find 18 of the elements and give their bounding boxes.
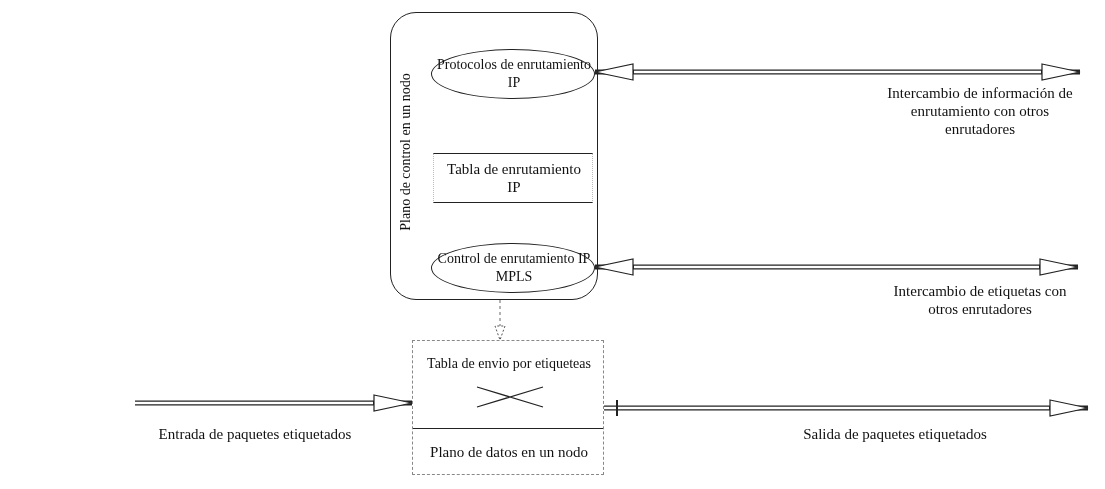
edge-label: Intercambio de etiquetas con otros enrutadores (892, 282, 1068, 318)
node-label: Protocolos de enrutamiento IP (436, 56, 592, 92)
double-arrow (135, 394, 413, 412)
double-arrow (604, 399, 1089, 417)
edge-label: Salida de paquetes etiquetados (802, 425, 988, 443)
node-label: Tabla de enrutamiento IP (446, 160, 582, 196)
node-label: Tabla de envio por etiqueteas (426, 355, 592, 373)
node-label: Control de enrutamiento IP MPLS (436, 250, 592, 286)
routing-table (433, 153, 593, 203)
data-plane-box (412, 340, 604, 475)
control-plane-panel (390, 12, 598, 300)
dashed-arrow (494, 299, 506, 341)
edge-label: Intercambio de información de enrutamiento con otros enrutadores (886, 84, 1074, 138)
node-label: Plano de datos en un nodo (429, 443, 589, 461)
double-arrow (594, 258, 1079, 276)
vertical-label: Plano de control en un nodo (397, 72, 414, 233)
double-arrow (594, 63, 1081, 81)
edge-label: Entrada de paquetes etiquetados (157, 425, 353, 443)
